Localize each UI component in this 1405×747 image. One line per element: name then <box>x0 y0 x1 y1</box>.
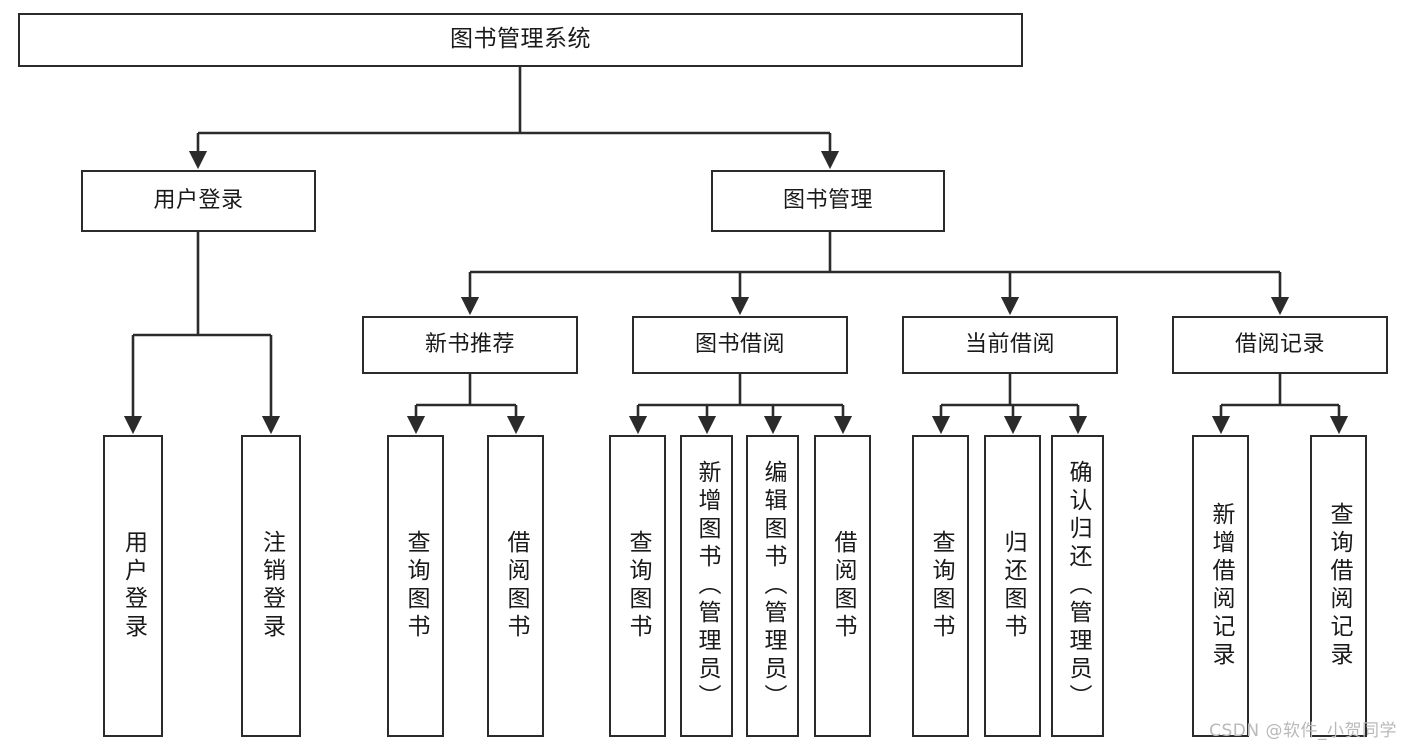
node-leaf-user-login[interactable]: 用户登录 <box>103 435 163 737</box>
node-label-leaf-borrow-book-1: 借阅图书 <box>503 530 529 642</box>
node-label-leaf-query-book-1: 查询图书 <box>403 530 429 642</box>
node-leaf-return-book[interactable]: 归还图书 <box>984 435 1041 737</box>
node-label-leaf-edit-book: 编辑图书（管理员） <box>760 460 786 712</box>
node-leaf-add-record[interactable]: 新增借阅记录 <box>1192 435 1249 737</box>
node-label-leaf-query-book-3: 查询图书 <box>928 530 954 642</box>
node-new-book-rec[interactable]: 新书推荐 <box>362 316 578 374</box>
node-root[interactable]: 图书管理系统 <box>18 13 1023 67</box>
node-leaf-query-book-1[interactable]: 查询图书 <box>387 435 444 737</box>
node-leaf-query-book-3[interactable]: 查询图书 <box>912 435 969 737</box>
node-leaf-query-book-2[interactable]: 查询图书 <box>609 435 666 737</box>
node-label-leaf-add-record: 新增借阅记录 <box>1208 502 1234 670</box>
node-label-root: 图书管理系统 <box>450 26 591 53</box>
node-leaf-edit-book[interactable]: 编辑图书（管理员） <box>746 435 799 737</box>
node-label-user-login: 用户登录 <box>153 187 244 213</box>
node-leaf-borrow-book-1[interactable]: 借阅图书 <box>487 435 544 737</box>
node-label-borrow-record: 借阅记录 <box>1234 331 1325 357</box>
node-leaf-borrow-book-2[interactable]: 借阅图书 <box>814 435 871 737</box>
node-label-new-book-rec: 新书推荐 <box>424 331 515 357</box>
node-label-book-borrow: 图书借阅 <box>694 331 785 357</box>
node-user-login[interactable]: 用户登录 <box>81 170 316 232</box>
node-label-leaf-query-record: 查询借阅记录 <box>1326 502 1352 670</box>
node-book-borrow[interactable]: 图书借阅 <box>632 316 848 374</box>
node-leaf-query-record[interactable]: 查询借阅记录 <box>1310 435 1367 737</box>
node-label-leaf-add-book: 新增图书（管理员） <box>694 460 720 712</box>
node-label-leaf-query-book-2: 查询图书 <box>625 530 651 642</box>
node-label-leaf-user-login: 用户登录 <box>120 530 147 642</box>
node-label-current-borrow: 当前借阅 <box>964 331 1055 357</box>
node-borrow-record[interactable]: 借阅记录 <box>1172 316 1388 374</box>
node-label-leaf-confirm-return: 确认归还（管理员） <box>1065 460 1091 712</box>
node-book-manage[interactable]: 图书管理 <box>711 170 945 232</box>
node-label-leaf-return-book: 归还图书 <box>1000 530 1026 642</box>
node-label-leaf-user-logout: 注销登录 <box>258 530 285 642</box>
node-label-leaf-borrow-book-2: 借阅图书 <box>830 530 856 642</box>
node-leaf-user-logout[interactable]: 注销登录 <box>241 435 301 737</box>
node-label-book-manage: 图书管理 <box>782 187 873 213</box>
node-current-borrow[interactable]: 当前借阅 <box>902 316 1118 374</box>
node-leaf-add-book[interactable]: 新增图书（管理员） <box>680 435 733 737</box>
node-leaf-confirm-return[interactable]: 确认归还（管理员） <box>1051 435 1104 737</box>
watermark-text: CSDN @软件_小贺同学 <box>1209 721 1397 741</box>
